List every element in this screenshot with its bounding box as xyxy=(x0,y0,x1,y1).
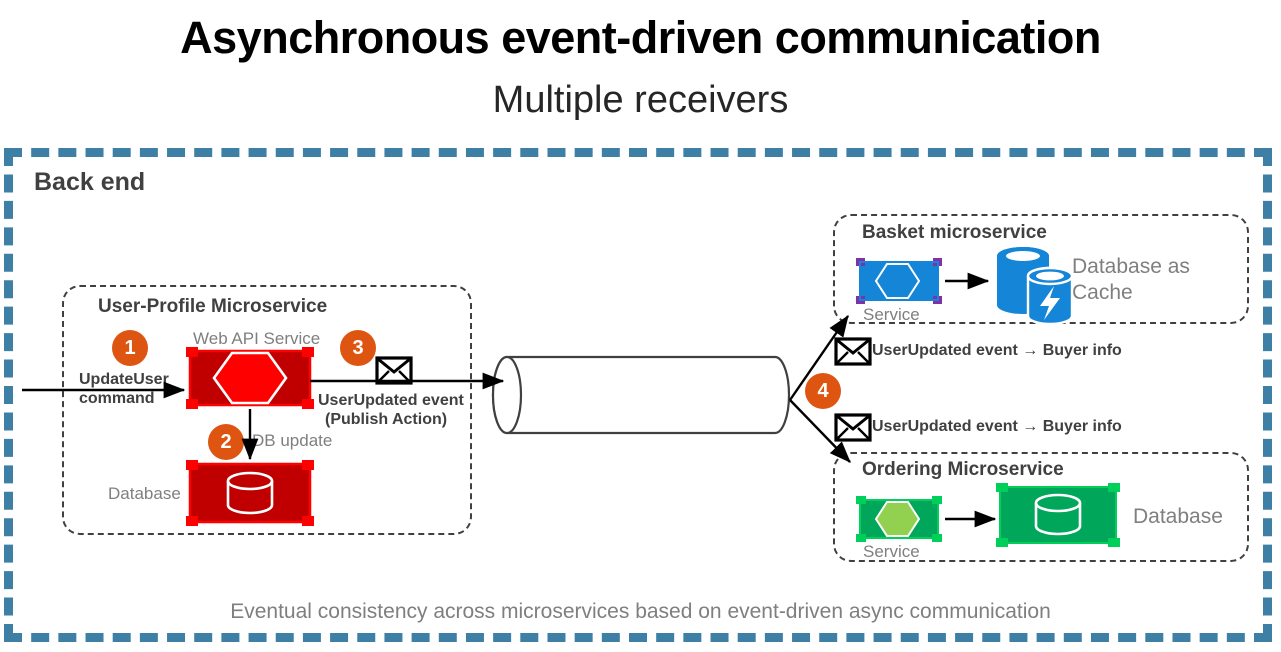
event-bus-text: Event Bus (Publish/subscribe channel) xyxy=(498,360,788,410)
page-title: Asynchronous event-driven communication xyxy=(180,12,1101,63)
backend-label: Back end xyxy=(34,168,146,196)
db-update-caption: DB update xyxy=(252,431,333,450)
subscription-label-basket: UserUpdated event → Buyer info xyxy=(872,342,1122,359)
basket-title: Basket microservice xyxy=(862,222,1047,243)
step-badge-2: 2 xyxy=(208,424,244,460)
footer-note: Eventual consistency across microservice… xyxy=(230,600,1051,623)
step-badge-1: 1 xyxy=(112,330,148,366)
updateuser-command-label-line2: command xyxy=(79,390,155,407)
step-badge-4: 4 xyxy=(805,373,841,409)
basket-store-label-line2: Cache xyxy=(1072,281,1133,304)
event-bus-title: Event Bus xyxy=(591,361,695,384)
backend-boundary xyxy=(4,148,1272,642)
web-api-service-caption: Web API Service xyxy=(193,329,321,348)
page-subtitle: Multiple receivers xyxy=(492,79,789,121)
basket-service-caption: Service xyxy=(863,305,920,324)
subscription-label-ordering: UserUpdated event → Buyer info xyxy=(872,418,1122,435)
group-user-profile-microservice xyxy=(62,285,472,535)
step-badge-3: 3 xyxy=(340,330,376,366)
userupdated-publish-label-line2: (Publish Action) xyxy=(325,411,448,428)
event-bus-subtitle: (Publish/subscribe channel) xyxy=(502,386,784,410)
user-profile-database-caption: Database xyxy=(108,484,181,503)
group-ordering-microservice xyxy=(833,452,1249,562)
userupdated-publish-label-line1: UserUpdated event xyxy=(318,392,464,409)
basket-store-label-line1: Database as xyxy=(1072,255,1190,278)
ordering-service-caption: Service xyxy=(863,542,920,561)
user-profile-title: User-Profile Microservice xyxy=(98,296,328,317)
ordering-store-label: Database xyxy=(1133,505,1223,528)
updateuser-command-label-line1: UpdateUser xyxy=(79,371,169,388)
ordering-title: Ordering Microservice xyxy=(862,459,1064,480)
